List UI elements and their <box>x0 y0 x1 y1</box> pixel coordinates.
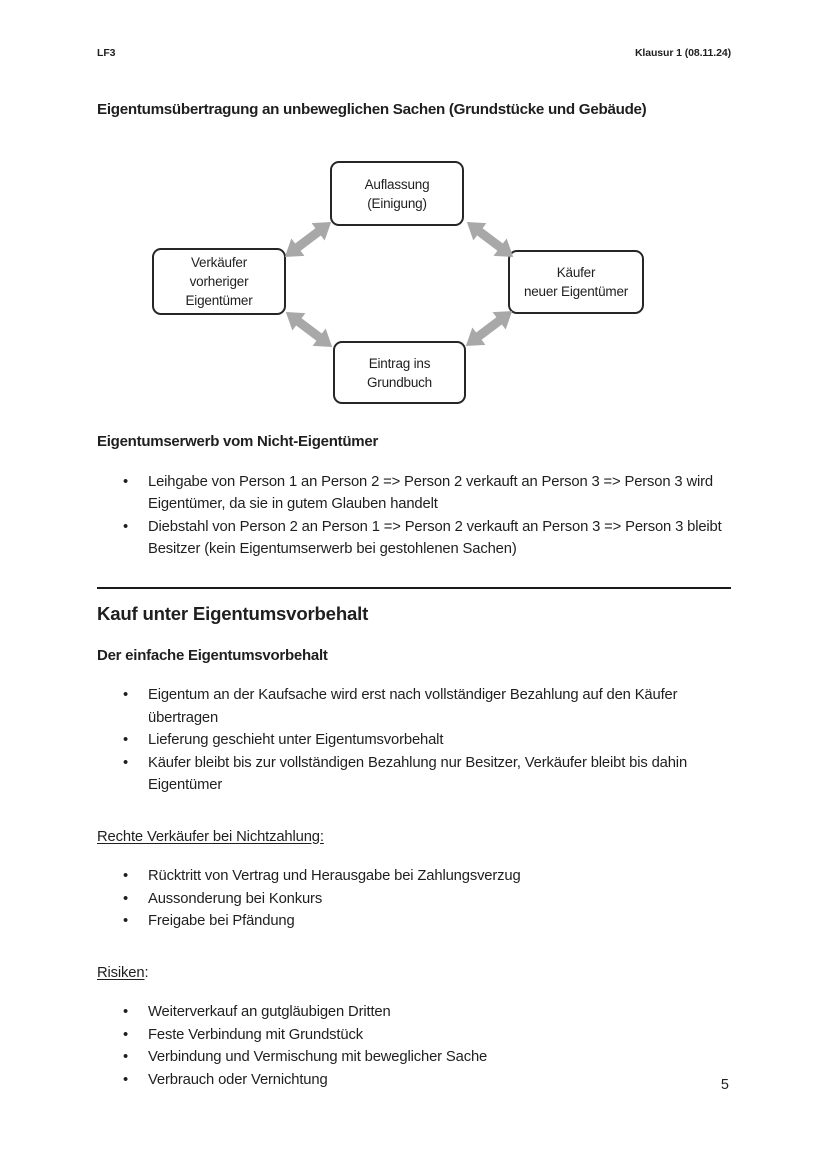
list-item: Freigabe bei Pfändung <box>123 910 731 933</box>
diagram-node-line: Eigentümer <box>185 293 253 308</box>
list-item: Diebstahl von Person 2 an Person 1 => Pe… <box>123 516 731 561</box>
bullet-list-einfacher-eigentumsvorbehalt: Eigentum an der Kaufsache wird erst nach… <box>97 684 731 797</box>
list-item: Leihgabe von Person 1 an Person 2 => Per… <box>123 471 731 516</box>
list-item: Lieferung geschieht unter Eigentumsvorbe… <box>123 729 731 752</box>
double-arrow-icon <box>466 222 514 257</box>
heading-risiken-text: Risiken <box>97 964 145 981</box>
heading-rechte-verkaeufer: Rechte Verkäufer bei Nichtzahlung: <box>97 826 731 849</box>
document-body-lower: Kauf unter Eigentumsvorbehalt Der einfac… <box>0 603 828 1091</box>
diagram-node-line: Verkäufer <box>191 255 247 270</box>
heading-risiken-suffix: : <box>144 964 149 981</box>
list-item: Rücktritt von Vertrag und Herausgabe bei… <box>123 865 731 888</box>
heading-rechte-verkaeufer-text: Rechte Verkäufer bei Nichtzahlung: <box>97 828 324 845</box>
list-item: Feste Verbindung mit Grundstück <box>123 1024 731 1047</box>
heading-nicht-eigentuemer: Eigentumserwerb vom Nicht-Eigentümer <box>97 433 379 450</box>
header-course-code: LF3 <box>97 47 116 59</box>
diagram-node-line: (Einigung) <box>367 195 427 211</box>
bullet-list-nicht-eigentuemer: Leihgabe von Person 1 an Person 2 => Per… <box>97 471 731 561</box>
list-item: Verbrauch oder Vernichtung <box>123 1069 731 1092</box>
diagram-node-line: vorheriger <box>189 274 249 289</box>
diagram-node-line: Grundbuch <box>367 374 432 390</box>
double-arrow-icon <box>284 222 332 257</box>
double-arrow-icon <box>285 312 333 347</box>
page-header: LF3 Klausur 1 (08.11.24) <box>0 0 828 59</box>
diagram-node-line: Eintrag ins <box>368 355 431 371</box>
diagram-node-line: Auflassung <box>364 176 430 192</box>
diagram-node-auflassung: Auflassung (Einigung) <box>330 161 464 226</box>
double-arrow-shape <box>466 222 514 257</box>
list-item: Aussonderung bei Konkurs <box>123 888 731 911</box>
double-arrow-shape <box>284 222 332 257</box>
list-item: Weiterverkauf an gutgläubigen Dritten <box>123 1001 731 1024</box>
list-item: Verbindung und Vermischung mit beweglich… <box>123 1046 731 1069</box>
list-item: Eigentum an der Kaufsache wird erst nach… <box>123 684 731 729</box>
heading-eigentumsvorbehalt: Kauf unter Eigentumsvorbehalt <box>97 603 369 624</box>
page-number: 5 <box>720 1077 729 1093</box>
page-title: Eigentumsübertragung an unbeweglichen Sa… <box>97 101 647 118</box>
ownership-transfer-diagram: Auflassung (Einigung) Verkäufer vorherig… <box>0 161 828 404</box>
double-arrow-shape <box>285 312 333 347</box>
diagram-node-verkaeufer: Verkäufer vorheriger Eigentümer <box>152 248 286 315</box>
list-item: Käufer bleibt bis zur vollständigen Beza… <box>123 752 731 797</box>
diagram-node-line: neuer Eigentümer <box>523 284 629 299</box>
double-arrow-icon <box>465 311 513 346</box>
diagram-node-kaeufer: Käufer neuer Eigentümer <box>508 250 644 314</box>
header-exam-label: Klausur 1 (08.11.24) <box>634 47 731 59</box>
bullet-list-risiken: Weiterverkauf an gutgläubigen Dritten Fe… <box>97 1001 731 1091</box>
bullet-list-rechte-verkaeufer: Rücktritt von Vertrag und Herausgabe bei… <box>97 865 731 933</box>
section-divider <box>97 586 731 589</box>
diagram-node-line: Käufer <box>556 265 596 280</box>
diagram-node-grundbuch: Eintrag ins Grundbuch <box>333 341 466 404</box>
document-body: Eigentumserwerb vom Nicht-Eigentümer Lei… <box>0 431 828 561</box>
heading-risiken: Risiken: <box>97 962 731 985</box>
heading-einfacher-eigentumsvorbehalt: Der einfache Eigentumsvorbehalt <box>97 646 328 664</box>
double-arrow-shape <box>465 311 513 346</box>
